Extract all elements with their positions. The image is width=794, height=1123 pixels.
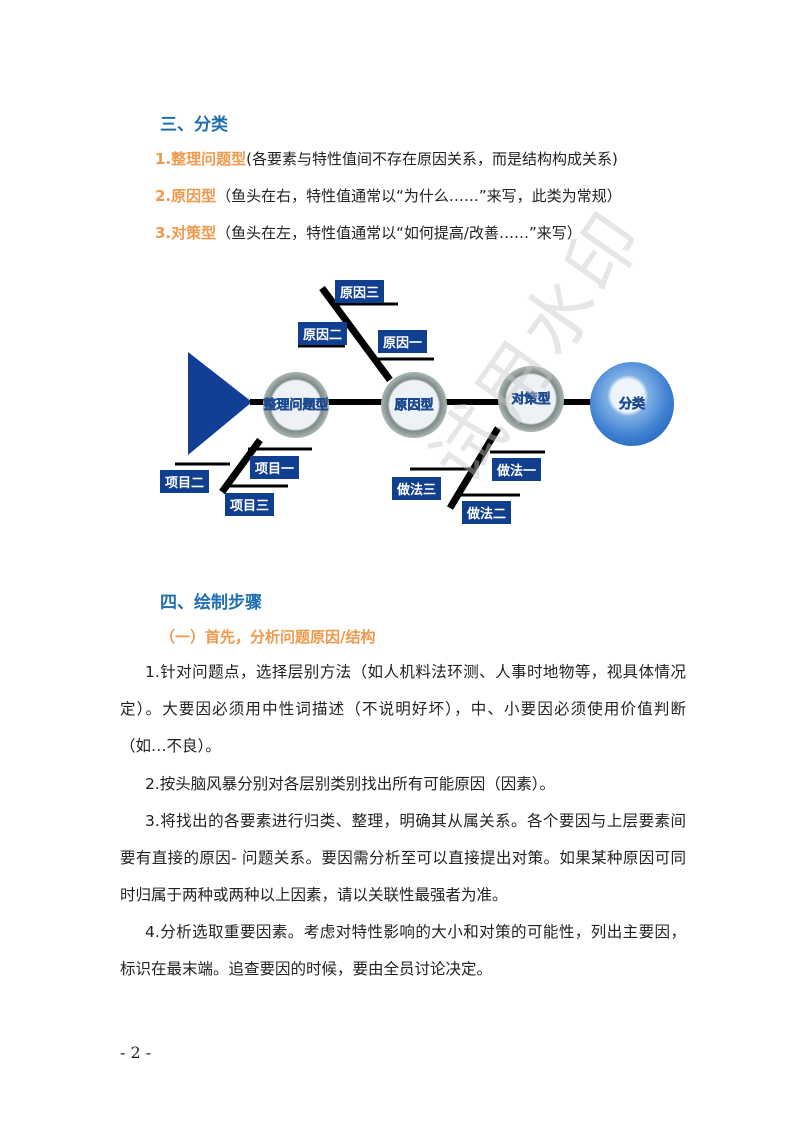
node-cause-type: 原因型	[381, 372, 447, 438]
node-countermeasure-type: 对策型	[498, 366, 564, 432]
category-label: 1.整理问题型	[155, 150, 247, 168]
label-cause-2: 原因二	[298, 322, 348, 345]
category-desc: （鱼头在右，特性值通常以“为什么……”来写，此类为常规）	[216, 187, 622, 205]
section-heading: 三、分类	[160, 115, 228, 135]
paragraph: 2.按头脑风暴分别对各层别类别找出所有可能原因（因素）。	[145, 775, 556, 793]
section-heading: 四、绘制步骤	[160, 593, 262, 613]
fishbone-lines	[175, 285, 600, 510]
label-item-1: 项目一	[250, 456, 300, 479]
category-item: 3.对策型（鱼头在左，特性值通常以“如何提高/改善……”来写）	[155, 222, 582, 243]
subsection-heading: （一）首先，分析问题原因/结构	[160, 628, 376, 646]
page-number: - 2 -	[120, 1043, 152, 1062]
node-classification: 分类	[590, 362, 674, 446]
fish-tail-shape	[188, 352, 252, 455]
label-item-2: 项目二	[160, 470, 210, 493]
label-cause-1: 原因一	[378, 330, 428, 353]
category-item: 1.整理问题型(各要素与特性值间不存在原因关系，而是结构构成关系)	[155, 148, 618, 169]
category-desc: （鱼头在左，特性值通常以“如何提高/改善……”来写）	[216, 224, 582, 242]
label-item-3: 项目三	[225, 493, 275, 516]
label-method-1: 做法一	[492, 458, 542, 481]
paragraph: 1.针对问题点，选择层别方法（如人机料法环测、人事时地物等，视具体情况定）。大要…	[120, 663, 686, 755]
label-method-2: 做法二	[462, 501, 512, 524]
label-method-3: 做法三	[392, 477, 442, 500]
category-label: 2.原因型	[155, 187, 217, 205]
label-cause-3: 原因三	[335, 280, 385, 303]
category-item: 2.原因型（鱼头在右，特性值通常以“为什么……”来写，此类为常规）	[155, 185, 622, 206]
node-organize-problem: 整理问题型	[263, 372, 329, 438]
category-label: 3.对策型	[155, 224, 217, 242]
paragraph: 4.分析选取重要因素。考虑对特性影响的大小和对策的可能性，列出主要因，标识在最末…	[120, 923, 686, 978]
paragraph: 3.将找出的各要素进行归类、整理，明确其从属关系。各个要因与上层要素间要有直接的…	[120, 812, 686, 904]
category-desc: (各要素与特性值间不存在原因关系，而是结构构成关系)	[246, 150, 618, 168]
